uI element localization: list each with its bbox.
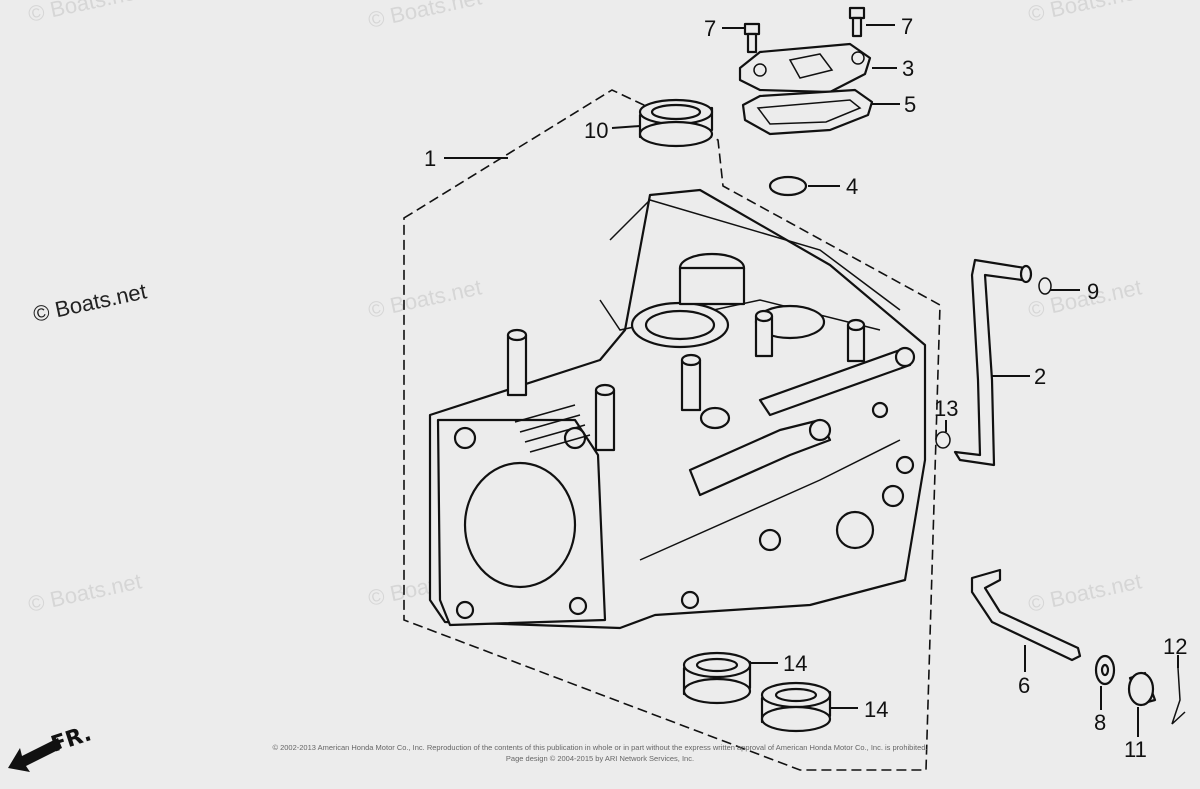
callout-1: 1 — [424, 146, 436, 171]
watermark: © Boats.net — [26, 568, 144, 616]
callout-10: 10 — [584, 118, 608, 143]
tube-clip-13 — [935, 431, 951, 449]
watermark-main: © Boats.net — [31, 278, 149, 326]
copyright-line: © 2002-2013 American Honda Motor Co., In… — [272, 743, 927, 752]
shaft — [970, 568, 1082, 662]
callout-9: 9 — [1087, 279, 1099, 304]
callout-5: 5 — [904, 92, 916, 117]
front-arrow-icon — [8, 738, 62, 772]
callout-4: 4 — [846, 174, 858, 199]
cover-plate-and-gasket — [738, 42, 874, 136]
cylinder-head-illustration — [428, 188, 927, 630]
watermark: © Boats.net — [26, 0, 144, 27]
small-bearing-face — [1127, 671, 1155, 707]
tube-end — [1019, 264, 1033, 284]
front-direction-indicator: FR. — [8, 721, 95, 772]
tube-clip-9 — [1038, 277, 1052, 295]
oil-seal — [638, 98, 714, 148]
flange-bolts — [743, 6, 866, 54]
page-design-line: Page design © 2004-2015 by ARI Network S… — [506, 754, 694, 763]
watermark: © Boats.net — [1026, 0, 1144, 27]
watermark: © Boats.net — [366, 274, 484, 322]
leader-lines — [444, 24, 1179, 737]
watermark: © Boats.net — [366, 0, 484, 33]
callout-6: 6 — [1018, 673, 1030, 698]
callout-14-upper: 14 — [783, 651, 807, 676]
welch-plug — [768, 175, 808, 197]
callout-11: 11 — [1124, 737, 1147, 762]
breather-tube — [953, 258, 1027, 467]
ball-bearings — [682, 651, 832, 733]
callout-7-left: 7 — [704, 16, 716, 41]
callout-13: 13 — [934, 396, 958, 421]
callout-12: 12 — [1163, 634, 1187, 659]
callout-labels: 7 7 3 5 10 1 4 9 2 13 6 8 11 12 14 14 — [424, 14, 1187, 762]
washer-hole — [1100, 663, 1110, 677]
watermark: © Boats.net — [1026, 274, 1144, 322]
pin — [1171, 667, 1186, 725]
callout-3: 3 — [902, 56, 914, 81]
callout-2: 2 — [1034, 364, 1046, 389]
callout-8: 8 — [1094, 710, 1106, 735]
callout-14-lower: 14 — [864, 697, 888, 722]
front-label: FR. — [48, 721, 94, 757]
watermark: © Boats.net — [1026, 568, 1144, 616]
callout-7-right: 7 — [901, 14, 913, 39]
